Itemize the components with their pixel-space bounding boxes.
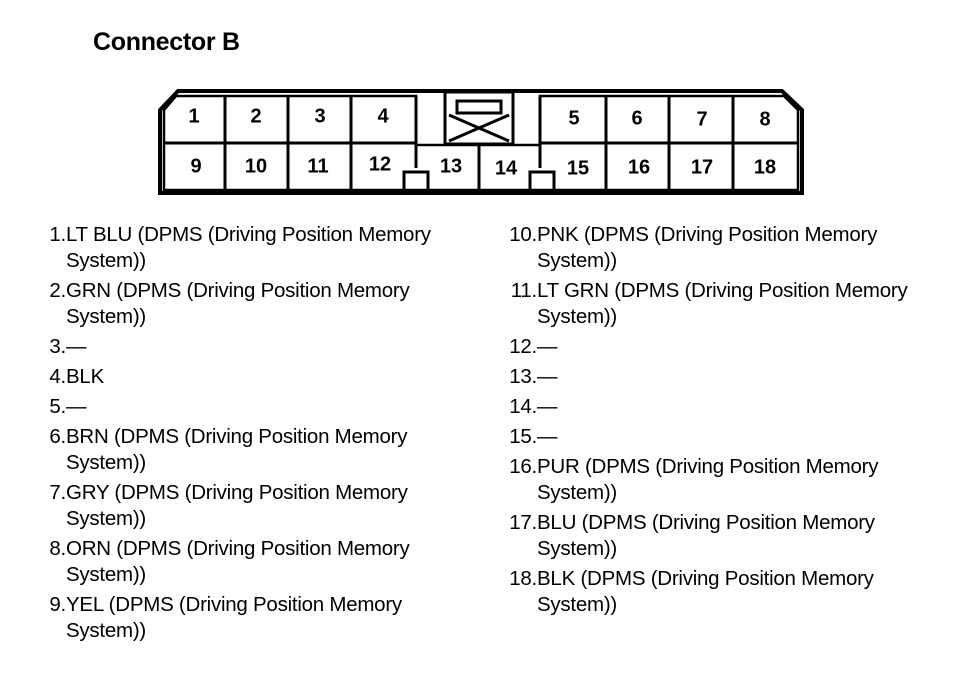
pin-label-9: 9 — [190, 155, 201, 177]
pin-label-4: 4 — [377, 105, 389, 127]
legend-item: 14.— — [492, 394, 932, 420]
legend-pin-number: 12. — [509, 335, 537, 358]
legend-pin-number: 4. — [49, 365, 66, 388]
legend-pin-number: 5. — [49, 395, 66, 418]
legend-wire-description: YEL (DPMS (Driving Position Memory Syste… — [66, 593, 402, 642]
legend-item: 13.— — [492, 364, 932, 390]
legend-pin-number: 3. — [49, 335, 66, 358]
legend-item: 10.PNK (DPMS (Driving Position Memory Sy… — [492, 222, 932, 274]
cell-grid — [164, 96, 798, 190]
legend-pin-number: 7. — [49, 481, 66, 504]
legend-item: 8.ORN (DPMS (Driving Position Memory Sys… — [30, 536, 470, 588]
legend-item: 2.GRN (DPMS (Driving Position Memory Sys… — [30, 278, 470, 330]
legend-item: 5.— — [30, 394, 470, 420]
legend-pin-number: 16. — [509, 455, 537, 478]
legend-wire-description: BLK — [66, 365, 104, 388]
pin-label-16: 16 — [628, 156, 650, 178]
legend-item: 9.YEL (DPMS (Driving Position Memory Sys… — [30, 592, 470, 644]
pin-label-18: 18 — [754, 156, 776, 178]
legend-wire-description: — — [537, 425, 558, 448]
legend-wire-description: LT GRN (DPMS (Driving Position Memory Sy… — [537, 279, 908, 328]
connector-title: Connector B — [93, 28, 240, 56]
legend-wire-description: GRY (DPMS (Driving Position Memory Syste… — [66, 481, 408, 530]
legend-pin-number: 8. — [49, 537, 66, 560]
legend-wire-description: — — [537, 365, 558, 388]
legend-pin-number: 6. — [49, 425, 66, 448]
legend-wire-description: — — [537, 395, 558, 418]
legend-pin-number: 2. — [49, 279, 66, 302]
legend-item: 12.— — [492, 334, 932, 360]
pin-label-8: 8 — [759, 108, 770, 130]
legend-pin-number: 10. — [509, 223, 537, 246]
legend-wire-description: PNK (DPMS (Driving Position Memory Syste… — [537, 223, 878, 272]
legend-pin-number: 9. — [49, 593, 66, 616]
legend-wire-description: PUR (DPMS (Driving Position Memory Syste… — [537, 455, 879, 504]
legend-item: 18.BLK (DPMS (Driving Position Memory Sy… — [492, 566, 932, 618]
legend-item: 16.PUR (DPMS (Driving Position Memory Sy… — [492, 454, 932, 506]
legend-item: 4.BLK — [30, 364, 470, 390]
lock-tab — [443, 90, 515, 146]
legend-pin-number: 11. — [510, 279, 537, 302]
pin-label-1: 1 — [188, 105, 199, 127]
legend-wire-description: — — [66, 395, 87, 418]
pin-label-17: 17 — [691, 156, 713, 178]
legend-item: 7.GRY (DPMS (Driving Position Memory Sys… — [30, 480, 470, 532]
legend-item: 11.LT GRN (DPMS (Driving Position Memory… — [492, 278, 932, 330]
legend-item: 3.— — [30, 334, 470, 360]
legend-wire-description: LT BLU (DPMS (Driving Position Memory Sy… — [66, 223, 431, 272]
pin-label-7: 7 — [696, 108, 707, 130]
legend-left: 1.LT BLU (DPMS (Driving Position Memory … — [30, 222, 470, 648]
legend-wire-description: GRN (DPMS (Driving Position Memory Syste… — [66, 279, 410, 328]
legend-item: 17.BLU (DPMS (Driving Position Memory Sy… — [492, 510, 932, 562]
connector-housing — [158, 89, 804, 195]
legend-item: 1.LT BLU (DPMS (Driving Position Memory … — [30, 222, 470, 274]
legend-pin-number: 17. — [509, 511, 537, 534]
legend-item: 6.BRN (DPMS (Driving Position Memory Sys… — [30, 424, 470, 476]
legend-pin-number: 13. — [509, 365, 537, 388]
legend-wire-description: — — [66, 335, 87, 358]
pin-label-11: 11 — [307, 155, 328, 177]
pin-label-13: 13 — [440, 155, 462, 177]
legend-pin-number: 15. — [509, 425, 537, 448]
pin-label-6: 6 — [631, 107, 642, 129]
legend-pin-number: 1. — [49, 223, 66, 246]
legend-pin-number: 14. — [509, 395, 537, 418]
legend-wire-description: BLK (DPMS (Driving Position Memory Syste… — [537, 567, 874, 616]
pin-label-10: 10 — [245, 155, 267, 177]
legend-item: 15.— — [492, 424, 932, 450]
pin-label-12: 12 — [369, 153, 391, 175]
keying-notches — [402, 170, 556, 190]
legend-right: 10.PNK (DPMS (Driving Position Memory Sy… — [492, 222, 932, 622]
legend-wire-description: — — [537, 335, 558, 358]
pin-label-14: 14 — [495, 157, 518, 179]
legend-pin-number: 18. — [509, 567, 537, 590]
legend-wire-description: BRN (DPMS (Driving Position Memory Syste… — [66, 425, 408, 474]
pin-label-5: 5 — [568, 107, 579, 129]
legend-wire-description: BLU (DPMS (Driving Position Memory Syste… — [537, 511, 875, 560]
legend-wire-description: ORN (DPMS (Driving Position Memory Syste… — [66, 537, 410, 586]
pin-label-3: 3 — [314, 105, 325, 127]
pin-label-2: 2 — [250, 105, 261, 127]
pin-label-15: 15 — [567, 157, 589, 179]
